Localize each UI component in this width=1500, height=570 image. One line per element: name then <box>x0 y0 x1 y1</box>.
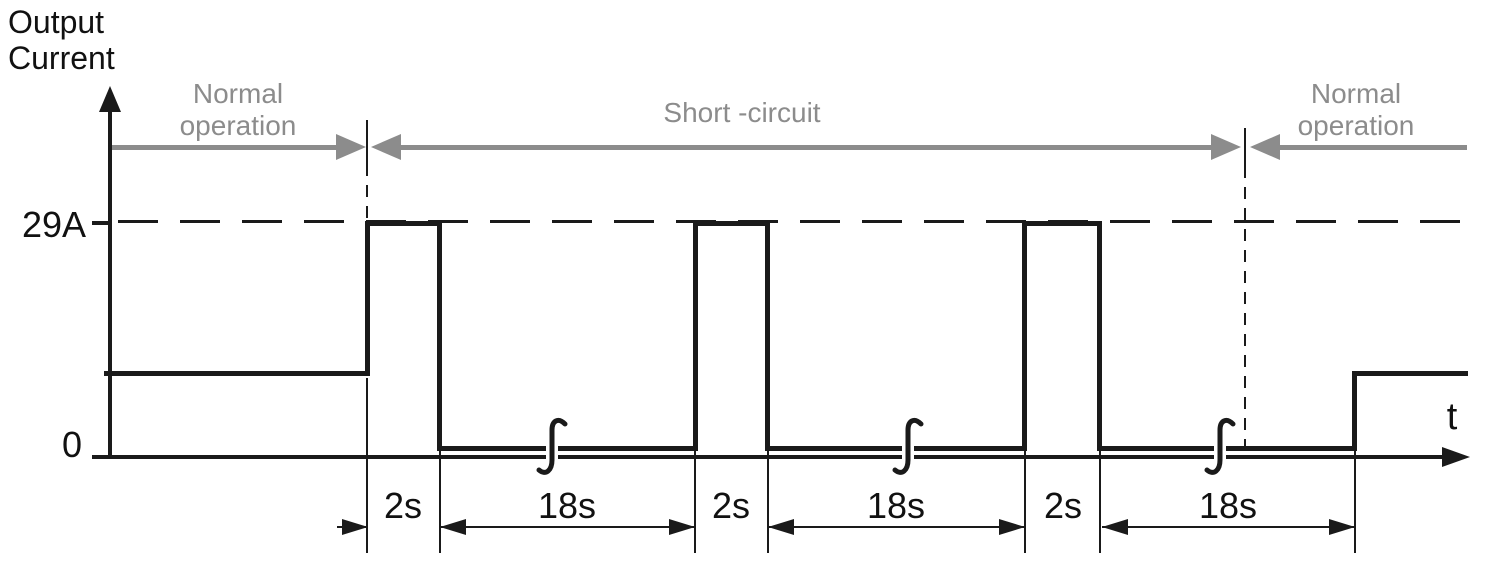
waveform-segment-normal-right <box>1352 371 1468 376</box>
boundary-line-right-dashed <box>1244 166 1246 456</box>
extension-line <box>694 450 696 553</box>
waveform-segment-pulse-top <box>693 221 770 226</box>
waveform-segment-rise <box>1022 221 1027 451</box>
dimension-line-18s <box>1102 526 1355 528</box>
extension-line <box>439 450 441 553</box>
y-axis-line <box>108 106 112 459</box>
y-tick-29a <box>92 221 112 225</box>
waveform-segment-low <box>437 446 698 451</box>
region-label-normal-right-line2: operation <box>1297 110 1415 141</box>
dimension-label-2s: 2s <box>711 485 751 526</box>
region-arrow-right-head-icon <box>1250 134 1280 160</box>
region-arrow-left-head-icon <box>336 134 366 160</box>
y-axis-title-line1: Output <box>8 4 105 40</box>
region-arrow-middle-righthead-icon <box>1211 134 1241 160</box>
dimension-line-18s <box>440 526 695 528</box>
x-axis-label-t: t <box>1446 396 1458 438</box>
y-axis-title: Output Current <box>8 4 115 76</box>
x-axis-arrow-icon <box>1442 447 1470 467</box>
waveform-segment-low <box>1097 446 1357 451</box>
break-symbol-icon <box>534 415 571 479</box>
boundary-line-right-solid <box>1244 128 1246 166</box>
y-axis-title-line2: Current <box>8 40 115 76</box>
break-symbol-icon <box>1202 415 1239 479</box>
region-arrow-right-line <box>1278 145 1467 150</box>
dimension-arrow-icon <box>342 519 368 535</box>
extension-line <box>1354 450 1356 553</box>
break-symbol-icon <box>890 415 927 479</box>
waveform-segment-fall <box>437 221 442 451</box>
boundary-line-left-solid <box>366 120 368 164</box>
x-axis-line <box>92 455 1444 459</box>
dimension-label-2s: 2s <box>1043 485 1083 526</box>
region-label-normal-left: Normal operation <box>138 78 338 142</box>
extension-line <box>767 450 769 553</box>
dimension-arrow-icon <box>768 519 794 535</box>
y-tick-label-29a: 29A <box>21 204 86 245</box>
dashed-level-line-29a <box>118 220 1472 223</box>
dimension-arrow-icon <box>1102 519 1128 535</box>
dimension-label-18s: 18s <box>1198 485 1258 526</box>
waveform-segment-fall <box>1097 221 1102 451</box>
extension-line <box>1099 450 1101 553</box>
dimension-label-18s: 18s <box>537 485 597 526</box>
dimension-arrow-icon <box>1329 519 1355 535</box>
waveform-segment-low <box>765 446 1027 451</box>
region-arrow-left-line <box>110 145 338 150</box>
dimension-label-18s: 18s <box>866 485 926 526</box>
region-label-normal-right: Normal operation <box>1256 78 1456 142</box>
region-arrow-middle-line <box>399 145 1213 150</box>
region-label-normal-left-line1: Normal <box>192 78 284 109</box>
region-arrow-middle-lefthead-icon <box>371 134 401 160</box>
region-label-short-circuit: Short -circuit <box>663 97 821 128</box>
boundary-line-left-dashed <box>366 164 368 222</box>
waveform-segment-pulse-top <box>365 221 442 226</box>
dimension-line-18s <box>768 526 1025 528</box>
region-label-normal-left-line2: operation <box>179 110 297 141</box>
dimension-arrow-icon <box>669 519 695 535</box>
y-tick-label-0: 0 <box>61 424 82 465</box>
region-label-normal-right-line1: Normal <box>1310 78 1402 109</box>
y-axis-arrow-icon <box>99 86 121 112</box>
extension-line <box>1024 450 1026 553</box>
waveform-segment-rise <box>693 221 698 451</box>
waveform-segment-pulse-top <box>1022 221 1102 226</box>
waveform-segment-normal-left <box>104 371 370 376</box>
waveform-segment-rise <box>365 221 370 376</box>
extension-line <box>366 378 368 553</box>
waveform-segment-fall <box>765 221 770 451</box>
dimension-label-2s: 2s <box>383 485 423 526</box>
dimension-arrow-icon <box>440 519 466 535</box>
waveform-segment-rise-recovery <box>1352 371 1357 451</box>
dimension-arrow-icon <box>999 519 1025 535</box>
